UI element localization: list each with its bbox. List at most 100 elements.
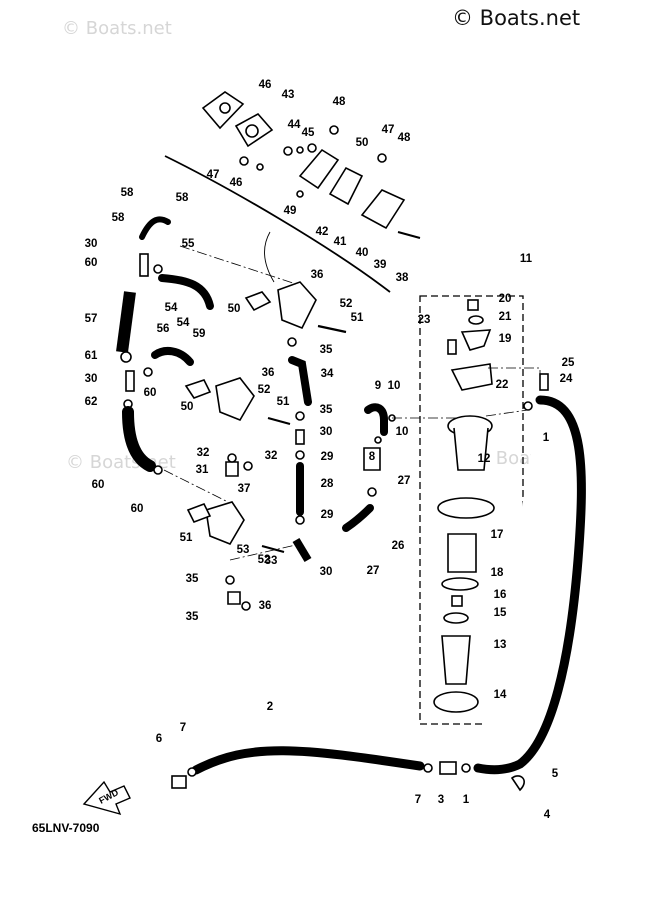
callout-16: 16 [494,589,507,601]
callout-35: 35 [186,573,199,585]
callout-22: 22 [496,379,509,391]
callout-30: 30 [85,373,98,385]
callout-29: 29 [321,451,334,463]
callout-36: 36 [311,269,324,281]
left-hose-group [116,216,214,475]
callout-61: 61 [85,350,98,362]
reference-line [488,367,541,376]
diagram-code: 65LNV-7090 [32,821,100,835]
callout-52: 52 [258,384,271,396]
callout-40: 40 [356,247,369,259]
filter-assembly-group [433,299,549,713]
callout-23: 23 [418,314,431,326]
callout-54: 54 [165,302,178,314]
hose-5 [473,395,586,775]
callout-39: 39 [374,259,387,271]
callout-62: 62 [85,396,98,408]
fuel-pump-group [184,281,317,545]
callout-30: 30 [320,566,333,578]
callout-33: 33 [265,555,278,567]
callout-35: 35 [320,344,333,356]
callout-21: 21 [499,311,512,323]
callout-25: 25 [562,357,575,369]
callout-1: 1 [543,432,550,444]
callout-26: 26 [392,540,405,552]
callout-30: 30 [320,426,333,438]
callout-54: 54 [177,317,190,329]
callout-58: 58 [121,187,134,199]
callout-32: 32 [197,447,210,459]
callout-6: 6 [156,733,162,745]
lower-connectors [171,401,533,792]
callout-44: 44 [288,119,301,131]
callout-27: 27 [398,475,411,487]
callout-3: 3 [438,794,444,806]
callout-13: 13 [494,639,507,651]
filter-assembly-box [419,295,524,725]
callout-36: 36 [259,600,272,612]
callout-60: 60 [131,503,144,515]
callout-34: 34 [321,368,334,380]
reference-line [229,543,301,561]
callout-18: 18 [491,567,504,579]
callout-2: 2 [267,701,273,713]
callout-60: 60 [85,257,98,269]
callout-47: 47 [207,169,220,181]
callout-19: 19 [499,333,512,345]
callout-46: 46 [259,79,272,91]
callout-32: 32 [265,450,278,462]
callout-27: 27 [367,565,380,577]
callout-48: 48 [398,132,411,144]
callout-58: 58 [176,192,189,204]
reference-line [485,409,529,417]
callout-37: 37 [238,483,251,495]
callout-59: 59 [193,328,206,340]
callout-60: 60 [144,387,157,399]
callout-55: 55 [182,238,195,250]
callout-48: 48 [333,96,346,108]
callout-20: 20 [499,293,512,305]
callout-28: 28 [321,478,334,490]
watermark-faint: © Boats.net [62,18,172,39]
callout-57: 57 [85,313,98,325]
callout-8: 8 [369,451,376,463]
callout-45: 45 [302,127,315,139]
callout-50: 50 [356,137,369,149]
callout-52: 52 [340,298,353,310]
top-pump-cover-group [201,91,421,239]
callout-41: 41 [334,236,347,248]
callout-35: 35 [320,404,333,416]
callout-24: 24 [560,373,573,385]
callout-51: 51 [180,532,193,544]
callout-50: 50 [181,401,194,413]
callout-60: 60 [92,479,105,491]
callout-17: 17 [491,529,504,541]
callout-35: 35 [186,611,199,623]
callout-9: 9 [375,380,381,392]
hose-2 [191,746,425,775]
callout-52: 52 [258,554,271,566]
callout-10: 10 [388,380,401,392]
callout-43: 43 [282,89,295,101]
callout-47: 47 [382,124,395,136]
callout-7: 7 [180,722,186,734]
callout-7: 7 [415,794,421,806]
watermark-main: © Boats.net [452,6,581,30]
fwd-arrow-icon: FWD [82,780,131,816]
callout-51: 51 [351,312,364,324]
callout-14: 14 [494,689,507,701]
mounting-plate-edge [164,155,391,293]
callout-12: 12 [478,453,491,465]
middle-hose-group [225,324,396,611]
callout-42: 42 [316,226,329,238]
callout-51: 51 [277,396,290,408]
callout-1: 1 [463,794,470,806]
callout-53: 53 [237,544,250,556]
callout-58: 58 [112,212,125,224]
callout-4: 4 [544,809,551,821]
callout-36: 36 [262,367,275,379]
callout-5: 5 [552,768,559,780]
callout-30: 30 [85,238,98,250]
callout-56: 56 [157,323,170,335]
